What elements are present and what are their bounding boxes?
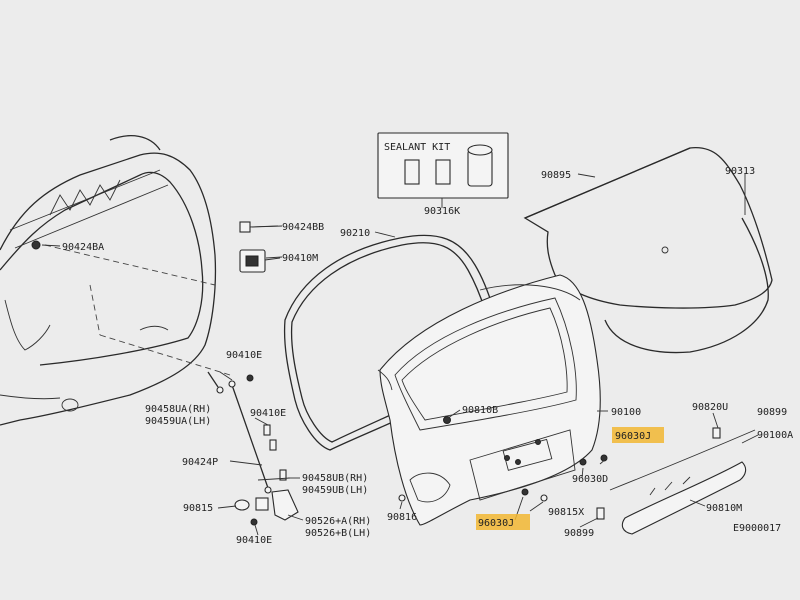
label-90820u: 90820U bbox=[692, 402, 728, 413]
sealant-kit-part-no: 90316K bbox=[424, 206, 460, 217]
label-90895: 90895 bbox=[541, 170, 571, 181]
label-90100a: 90100A bbox=[757, 430, 793, 441]
label-90424ba: 90424BA bbox=[62, 242, 104, 253]
label-90100: 90100 bbox=[611, 407, 641, 418]
label-90410e-middle: 90410E bbox=[250, 408, 286, 419]
label-90410e-upper: 90410E bbox=[226, 350, 262, 361]
label-96030j-lower: 96030J bbox=[478, 518, 514, 529]
rear-window-glass bbox=[523, 147, 773, 354]
diagram-code: E9000017 bbox=[733, 523, 781, 534]
label-96030j-upper: 96030J bbox=[615, 431, 651, 442]
vehicle-body-outline bbox=[0, 135, 231, 426]
label-90459ub: 90459UB(LH) bbox=[302, 485, 368, 496]
back-door-panel bbox=[377, 274, 608, 526]
label-90815x: 90815X bbox=[548, 507, 584, 518]
label-96030d: 96030D bbox=[572, 474, 608, 485]
small-parts bbox=[398, 427, 721, 520]
gas-stays bbox=[207, 371, 287, 494]
label-90526a: 90526+A(RH) bbox=[305, 516, 371, 527]
bracket-90410m bbox=[239, 249, 281, 273]
label-90424p: 90424P bbox=[182, 457, 218, 468]
label-90815: 90815 bbox=[183, 503, 213, 514]
label-90459ua: 90459UA(LH) bbox=[145, 416, 211, 427]
highlight-96030j-lower bbox=[476, 514, 530, 530]
leader-lines bbox=[41, 173, 759, 536]
hinges bbox=[234, 477, 299, 526]
label-90458ua: 90458UA(RH) bbox=[145, 404, 211, 415]
label-90313: 90313 bbox=[725, 166, 755, 177]
label-90899-upper: 90899 bbox=[757, 407, 787, 418]
label-90816: 90816 bbox=[387, 512, 417, 523]
label-90424bb: 90424BB bbox=[282, 222, 324, 233]
finisher-90810m bbox=[609, 429, 756, 535]
label-90410e-lower: 90410E bbox=[236, 535, 272, 546]
sealant-kit-box bbox=[377, 132, 509, 208]
label-90810b: 90810B bbox=[462, 405, 498, 416]
label-90526b: 90526+B(LH) bbox=[305, 528, 371, 539]
highlight-96030j-upper bbox=[612, 427, 664, 443]
sealant-kit-title: SEALANT KIT bbox=[384, 142, 450, 153]
label-90458ub: 90458UB(RH) bbox=[302, 473, 368, 484]
label-90899-lower: 90899 bbox=[564, 528, 594, 539]
label-90210: 90210 bbox=[340, 228, 370, 239]
label-90410m: 90410M bbox=[282, 253, 318, 264]
label-90810m: 90810M bbox=[706, 503, 742, 514]
